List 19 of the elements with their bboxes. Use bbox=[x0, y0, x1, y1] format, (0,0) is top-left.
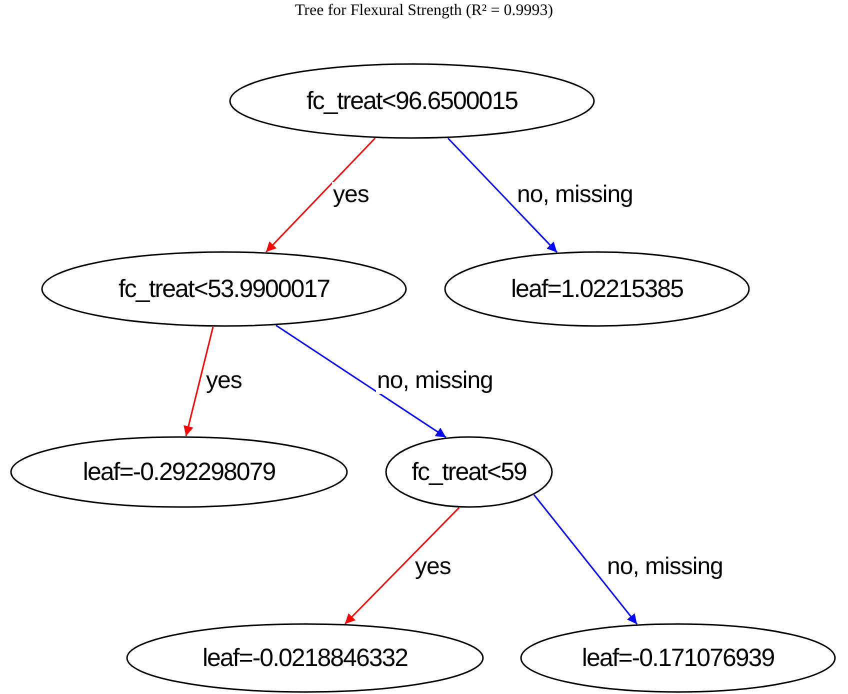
node-label: leaf=-0.292298079 bbox=[82, 458, 276, 486]
node-label: leaf=1.02215385 bbox=[511, 274, 683, 304]
arrow bbox=[184, 326, 214, 436]
node-label: fc_treat<96.6500015 bbox=[306, 86, 518, 116]
edge-label: no, missing bbox=[376, 368, 494, 394]
edge-label: yes bbox=[332, 182, 370, 208]
arrow bbox=[447, 138, 558, 253]
edge-label: no, missing bbox=[516, 182, 634, 208]
node-label: leaf=-0.171076939 bbox=[582, 644, 774, 672]
edge-label: no, missing bbox=[606, 554, 724, 580]
node-label: fc_treat<53.9900017 bbox=[118, 274, 330, 304]
node-label: leaf=-0.0218846332 bbox=[202, 644, 408, 672]
arrow bbox=[265, 138, 376, 253]
arrow bbox=[533, 494, 638, 625]
arrow bbox=[344, 507, 460, 624]
edge-label: yes bbox=[414, 554, 452, 580]
arrow bbox=[276, 324, 446, 438]
node-label: fc_treat<59 bbox=[412, 458, 526, 486]
diagram-title: Tree for Flexural Strength (R² = 0.9993) bbox=[294, 2, 554, 20]
